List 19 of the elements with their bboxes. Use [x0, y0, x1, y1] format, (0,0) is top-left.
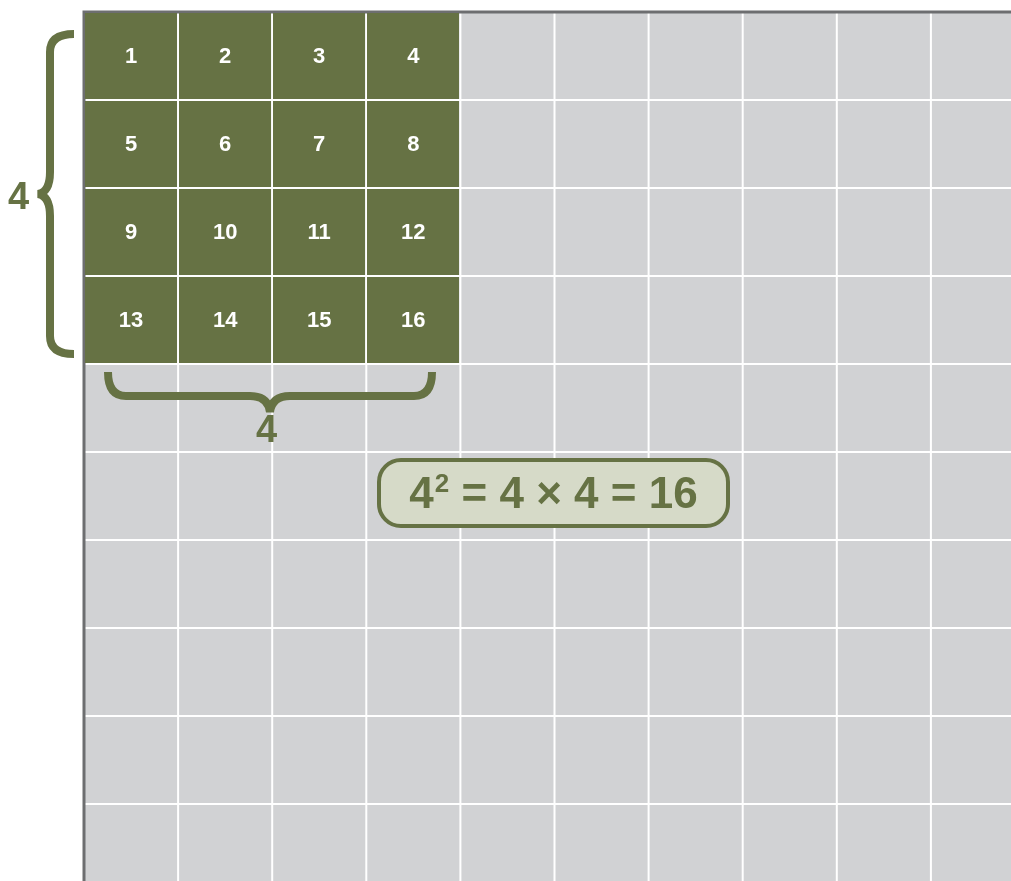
number-square: 9 [85, 189, 178, 275]
equation-box: 4$^{2}$ = 4 × 4 = 16 [377, 458, 730, 528]
number-square: 4 [367, 13, 460, 99]
number-square: 13 [85, 277, 178, 363]
dimension-label: 4 [8, 177, 30, 215]
number-square: 1 [85, 13, 178, 99]
number-square: 10 [179, 189, 272, 275]
number-square: 8 [367, 101, 460, 187]
number-square: 14 [179, 277, 272, 363]
number-square: 12 [367, 189, 460, 275]
number-square: 3 [273, 13, 366, 99]
number-square: 16 [367, 277, 460, 363]
number-square: 7 [273, 101, 366, 187]
number-square: 11 [273, 189, 366, 275]
number-square: 6 [179, 101, 272, 187]
number-square: 2 [179, 13, 272, 99]
number-square: 15 [273, 277, 366, 363]
number-square: 5 [85, 101, 178, 187]
dimension-label: 4 [256, 410, 278, 448]
